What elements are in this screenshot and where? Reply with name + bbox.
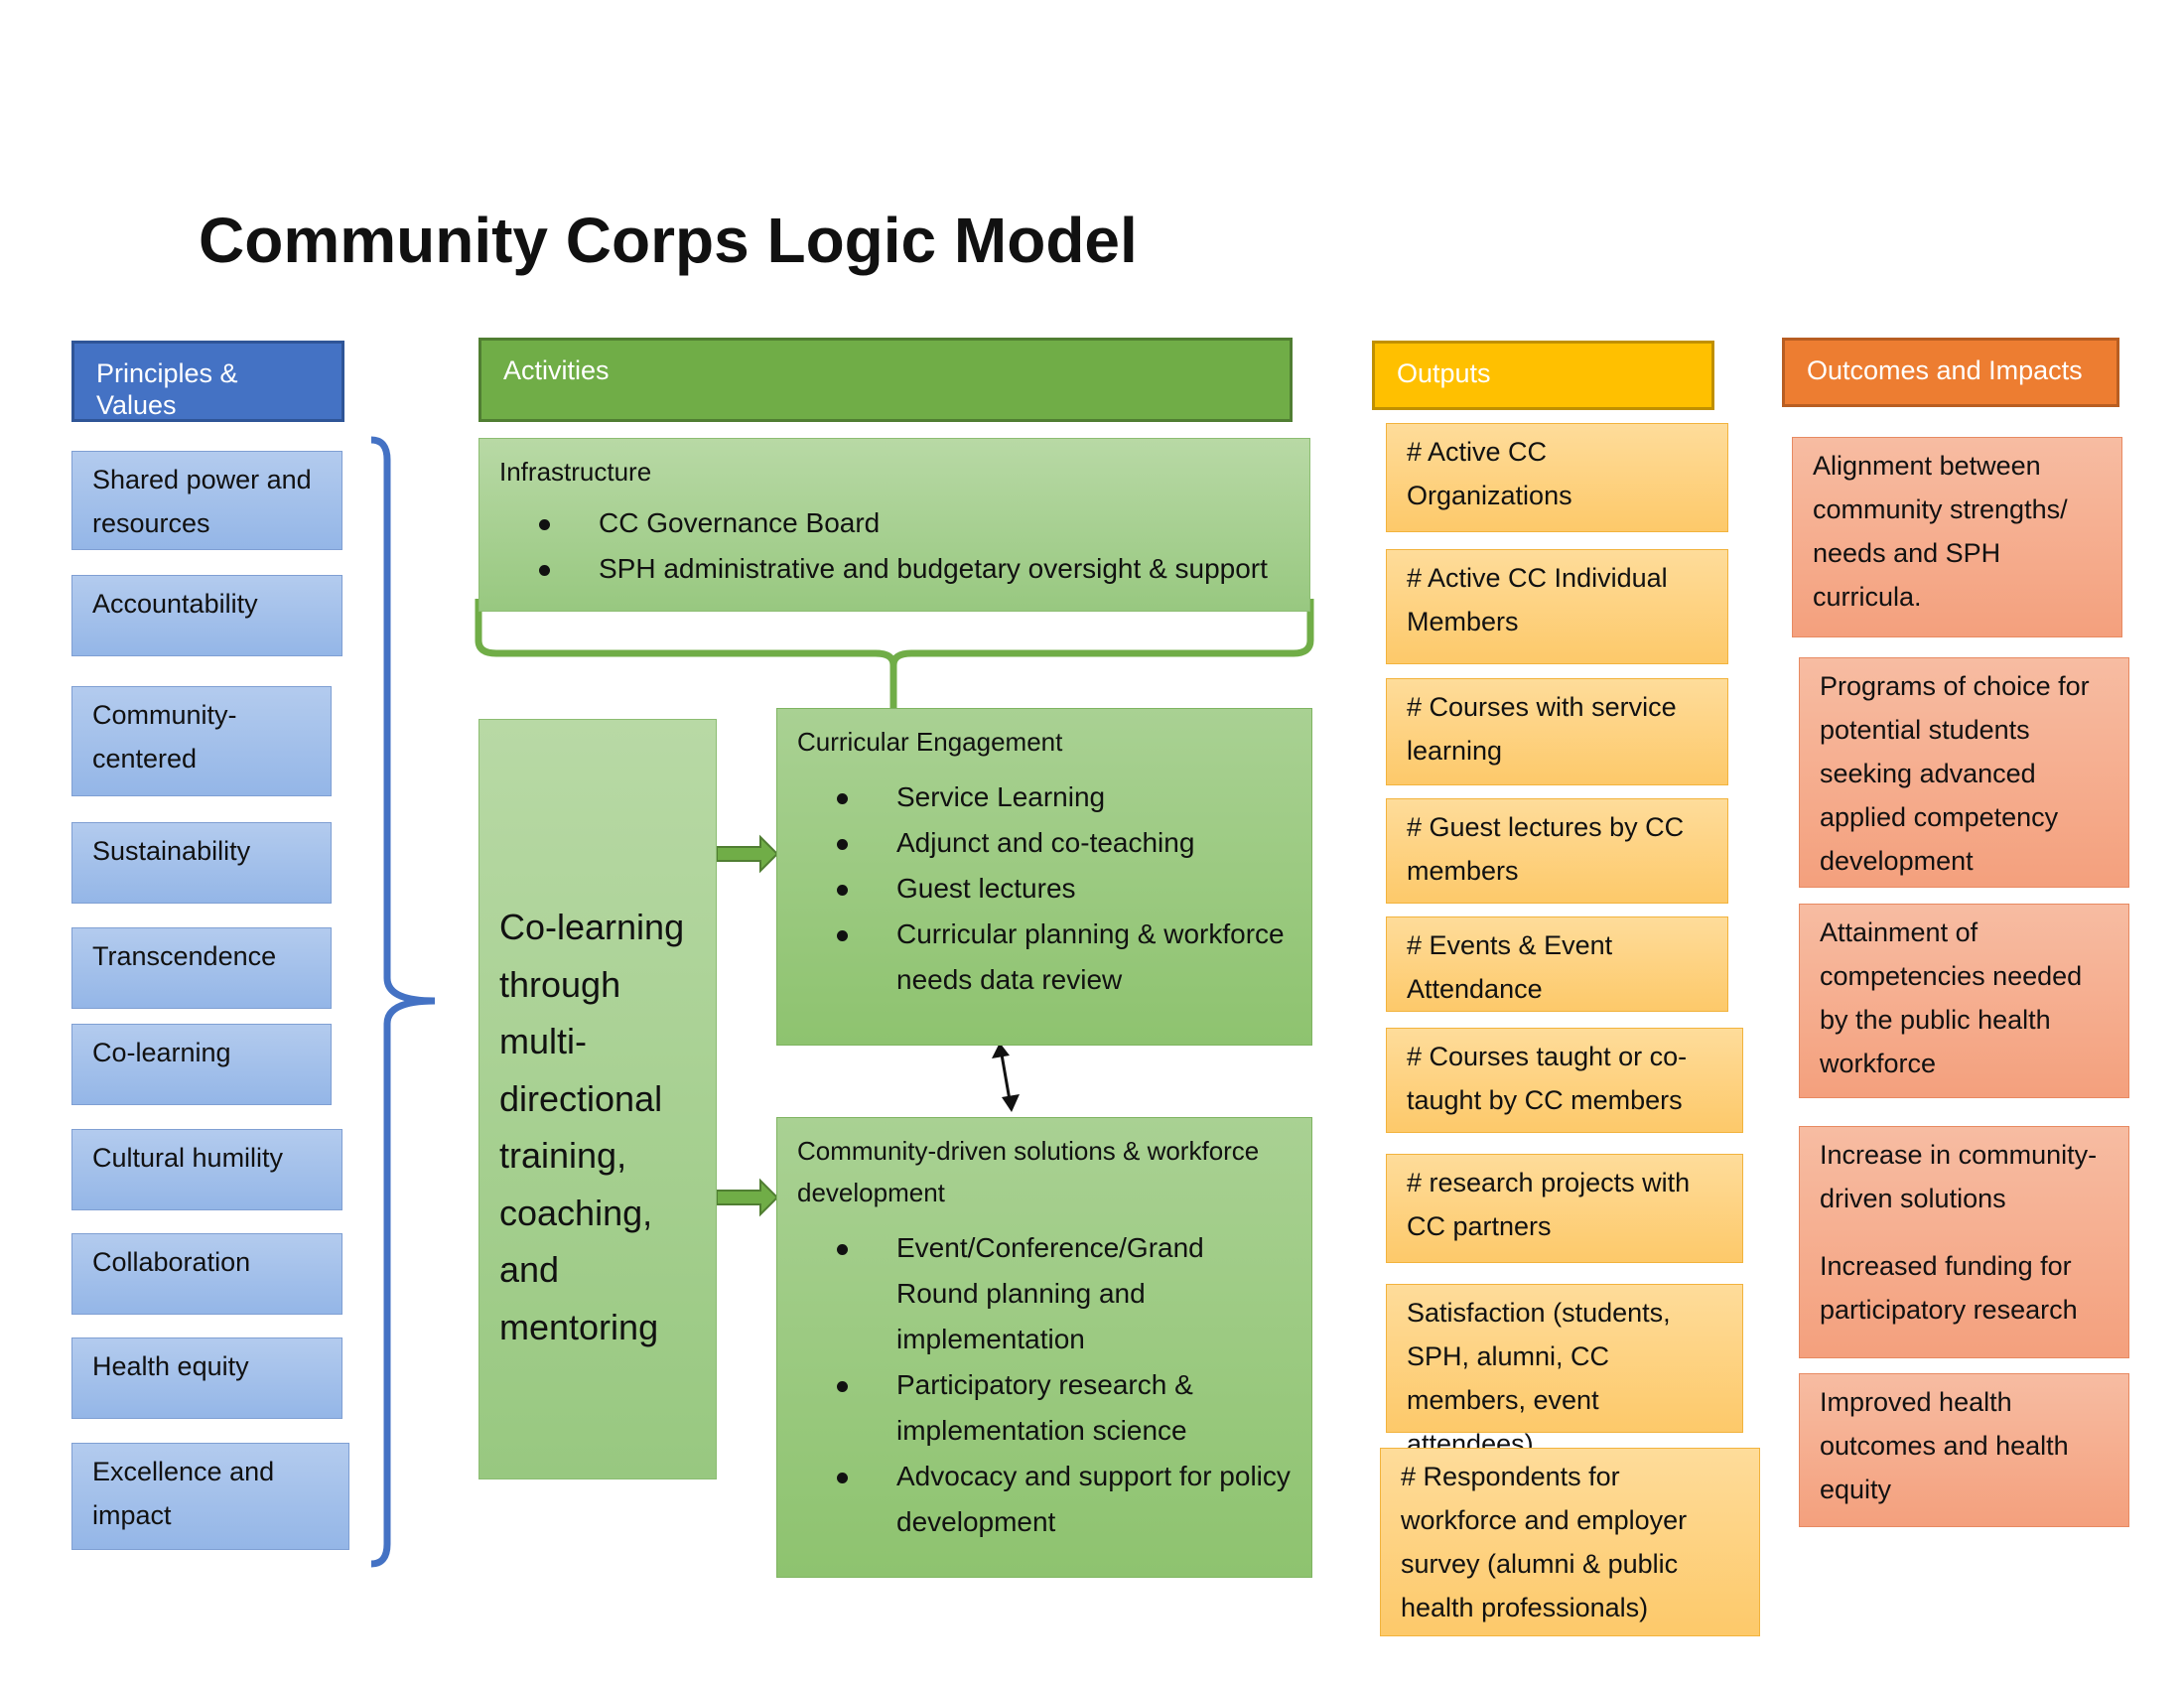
- infrastructure-box: Infrastructure CC Governance Board SPH a…: [478, 438, 1310, 612]
- double-arrow-head-top: [992, 1043, 1010, 1058]
- community-item: Event/Conference/Grand Round planning an…: [797, 1225, 1292, 1362]
- outcome-box: Alignment between community strengths/ n…: [1792, 437, 2122, 637]
- output-box: # Active CC Individual Members: [1386, 549, 1728, 664]
- community-label: Community-driven solutions & workforce d…: [797, 1136, 1260, 1207]
- page-title: Community Corps Logic Model: [199, 205, 1138, 276]
- outcome-box: Improved health outcomes and health equi…: [1799, 1373, 2129, 1527]
- community-driven-box: Community-driven solutions & workforce d…: [776, 1117, 1312, 1578]
- principle-box: Excellence and impact: [71, 1443, 349, 1550]
- double-arrow-line: [1000, 1054, 1012, 1101]
- principle-box: Collaboration: [71, 1233, 342, 1315]
- curricular-item: Curricular planning & workforce needs da…: [797, 912, 1292, 1003]
- output-box: # Events & Event Attendance: [1386, 916, 1728, 1012]
- principle-box: Transcendence: [71, 927, 332, 1009]
- output-box: # Courses with service learning: [1386, 678, 1728, 785]
- header-principles-values: Principles & Values: [71, 341, 344, 422]
- header-outputs: Outputs: [1372, 341, 1714, 410]
- curricular-engagement-box: Curricular Engagement Service Learning A…: [776, 708, 1312, 1046]
- community-item: Participatory research & implementation …: [797, 1362, 1292, 1454]
- header-outcomes-impacts: Outcomes and Impacts: [1782, 338, 2119, 407]
- curricular-label: Curricular Engagement: [797, 727, 1063, 757]
- output-box: # research projects with CC partners: [1386, 1154, 1743, 1263]
- outcome-text: Programs of choice for potential student…: [1820, 671, 2090, 876]
- header-activities: Activities: [478, 338, 1293, 422]
- outcome-box: Increase in community-driven solutions I…: [1799, 1126, 2129, 1358]
- outcome-box: Attainment of competencies needed by the…: [1799, 904, 2129, 1098]
- outcome-box: Programs of choice for potential student…: [1799, 657, 2129, 888]
- principle-box: Co-learning: [71, 1024, 332, 1105]
- output-box: # Active CC Organizations: [1386, 423, 1728, 532]
- outcome-text: Increased funding for participatory rese…: [1820, 1251, 2078, 1325]
- outcome-text: Increase in community-driven solutions: [1820, 1140, 2098, 1213]
- arrow-to-curricular: [716, 834, 779, 874]
- output-box: # Guest lectures by CC members: [1386, 798, 1728, 904]
- community-item: Advocacy and support for policy developm…: [797, 1454, 1292, 1545]
- principle-box: Health equity: [71, 1337, 342, 1419]
- curricular-item: Guest lectures: [797, 866, 1292, 912]
- principle-box: Accountability: [71, 575, 342, 656]
- double-arrow-head-bottom: [1002, 1094, 1020, 1112]
- outcome-text: Attainment of competencies needed by the…: [1820, 917, 2083, 1078]
- outcome-text: Alignment between community strengths/ n…: [1813, 451, 2068, 612]
- output-box: # Respondents for workforce and employer…: [1380, 1448, 1760, 1636]
- principle-box: Sustainability: [71, 822, 332, 904]
- infrastructure-item: SPH administrative and budgetary oversig…: [499, 546, 1290, 592]
- arrow-to-community: [716, 1178, 779, 1217]
- colearning-box: Co-learning through multi-directional tr…: [478, 719, 717, 1479]
- principle-box: Shared power and resources: [71, 451, 342, 550]
- principle-box: Community-centered: [71, 686, 332, 796]
- output-box: # Courses taught or co-taught by CC memb…: [1386, 1028, 1743, 1133]
- infrastructure-item: CC Governance Board: [499, 500, 1290, 546]
- curricular-item: Adjunct and co-teaching: [797, 820, 1292, 866]
- principle-box: Cultural humility: [71, 1129, 342, 1210]
- principles-brace: [370, 436, 436, 1568]
- infrastructure-brace: [475, 599, 1314, 708]
- output-box: Satisfaction (students, SPH, alumni, CC …: [1386, 1284, 1743, 1459]
- curricular-item: Service Learning: [797, 774, 1292, 820]
- outcome-text: Improved health outcomes and health equi…: [1820, 1387, 2069, 1504]
- infrastructure-label: Infrastructure: [499, 457, 652, 487]
